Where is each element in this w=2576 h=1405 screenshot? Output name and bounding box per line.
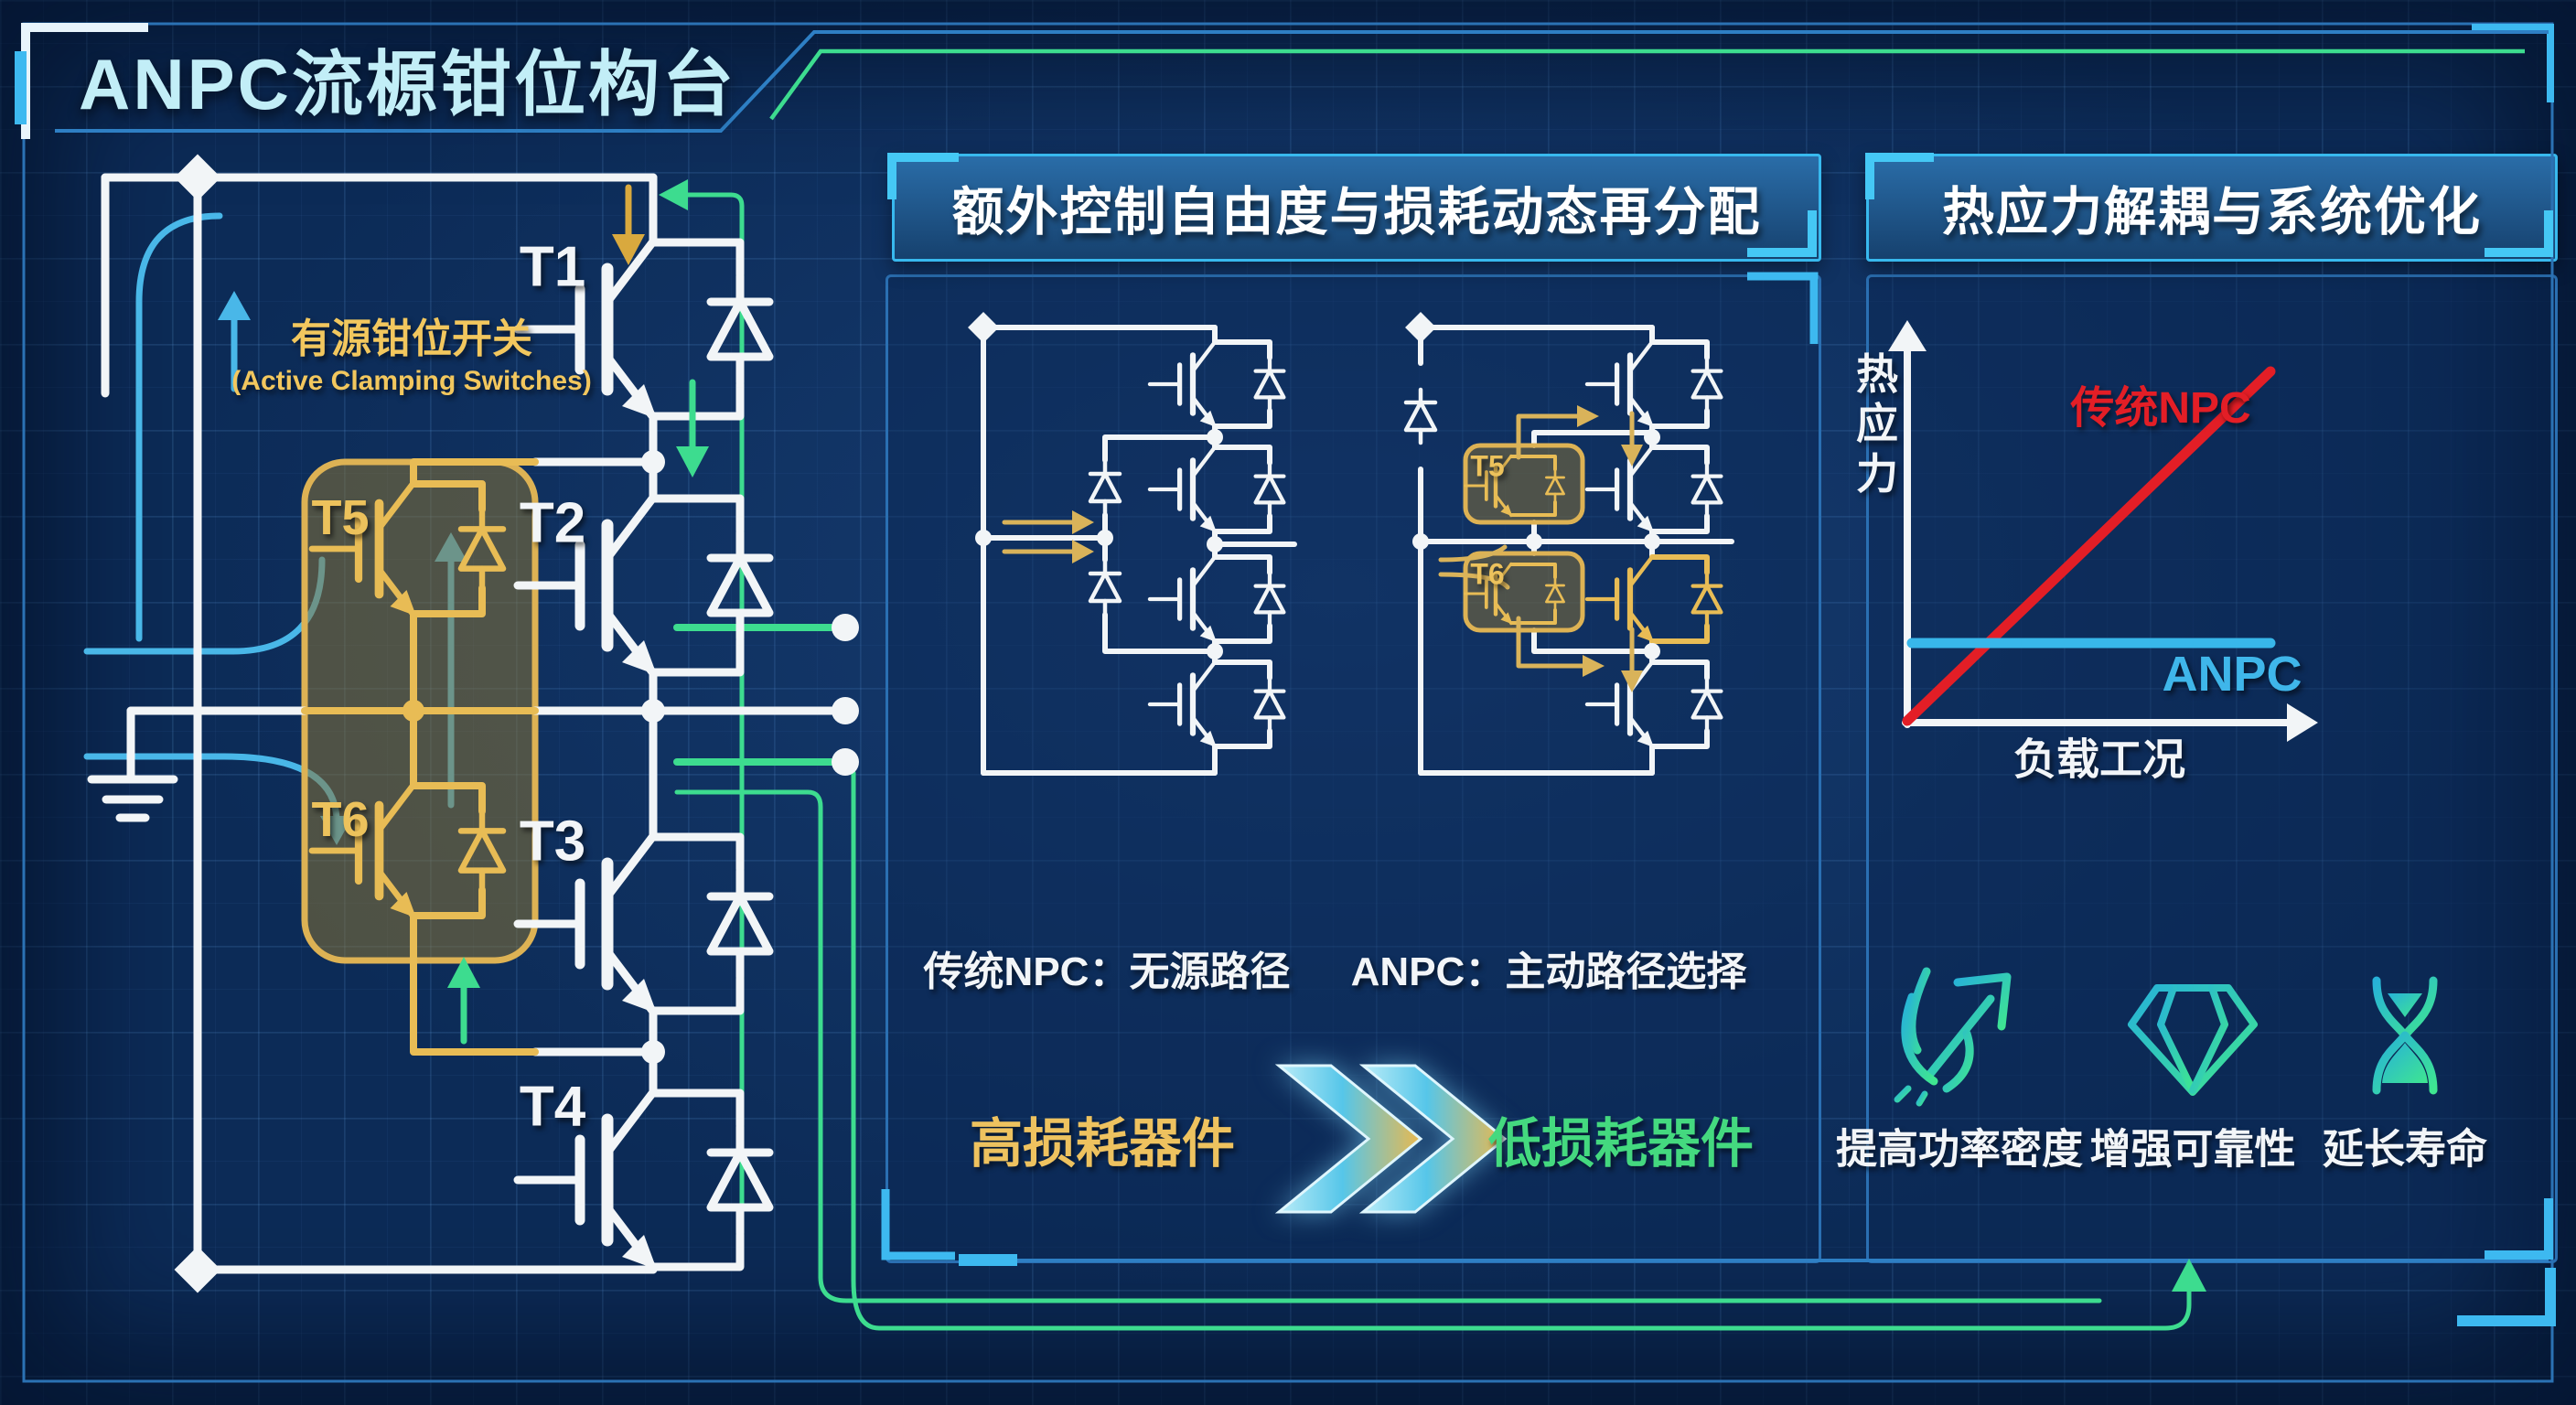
hourglass-icon [2363, 976, 2447, 1095]
rocket-arrow-icon [1894, 967, 2012, 1107]
mini-device-label-t5: T5 [1470, 449, 1505, 483]
loss-transfer-arrows [1274, 1064, 1508, 1214]
anpc-subcircuit [1405, 312, 1734, 776]
right-panel-header: 热应力解耦与系统优化 [1866, 154, 2558, 262]
npc-subcircuit [968, 312, 1297, 776]
device-label-t3: T3 [519, 810, 586, 874]
clamp-label-cn: 有源钳位开关 [291, 316, 532, 361]
chart-xlabel: 负载工况 [2013, 735, 2185, 784]
low-loss-label: 低损耗器件 [1487, 1114, 1755, 1174]
thermal-chart [1888, 320, 2318, 742]
output-routing-lines [659, 179, 2206, 1331]
right-panel-body [1866, 274, 2558, 1263]
diamond-icon [2128, 984, 2258, 1096]
high-loss-label: 高损耗器件 [969, 1114, 1236, 1174]
device-label-t1: T1 [519, 235, 586, 299]
benefit-label-power-density: 提高功率密度 [1835, 1125, 2084, 1173]
left-circuit [83, 154, 859, 1293]
benefit-icons [1894, 967, 2447, 1107]
device-label-t6: T6 [311, 792, 370, 847]
frame-decorations [15, 22, 2556, 1383]
mini-device-label-t6: T6 [1470, 557, 1505, 591]
chart-series-npc-label: 传统NPC [2070, 384, 2251, 433]
chart-ylabel: 热应力 [1856, 350, 1898, 498]
benefit-label-lifetime: 延长寿命 [2322, 1125, 2488, 1173]
device-label-t4: T4 [519, 1075, 586, 1139]
middle-panel-header: 额外控制自由度与损耗动态再分配 [892, 154, 1821, 262]
benefit-label-reliability: 增强可靠性 [2089, 1125, 2296, 1173]
device-label-t2: T2 [519, 491, 586, 555]
device-label-t5: T5 [311, 490, 370, 545]
npc-thermal-line [1902, 366, 2276, 726]
anpc-caption: ANPC：主动路径选择 [1350, 949, 1747, 994]
page-title: ANPC流榞钳位构台 [79, 44, 737, 124]
chart-series-anpc-label: ANPC [2162, 647, 2302, 702]
npc-caption: 传统NPC：无源路径 [923, 949, 1291, 994]
clamp-label-en: (Active Clamping Switches) [231, 366, 592, 396]
